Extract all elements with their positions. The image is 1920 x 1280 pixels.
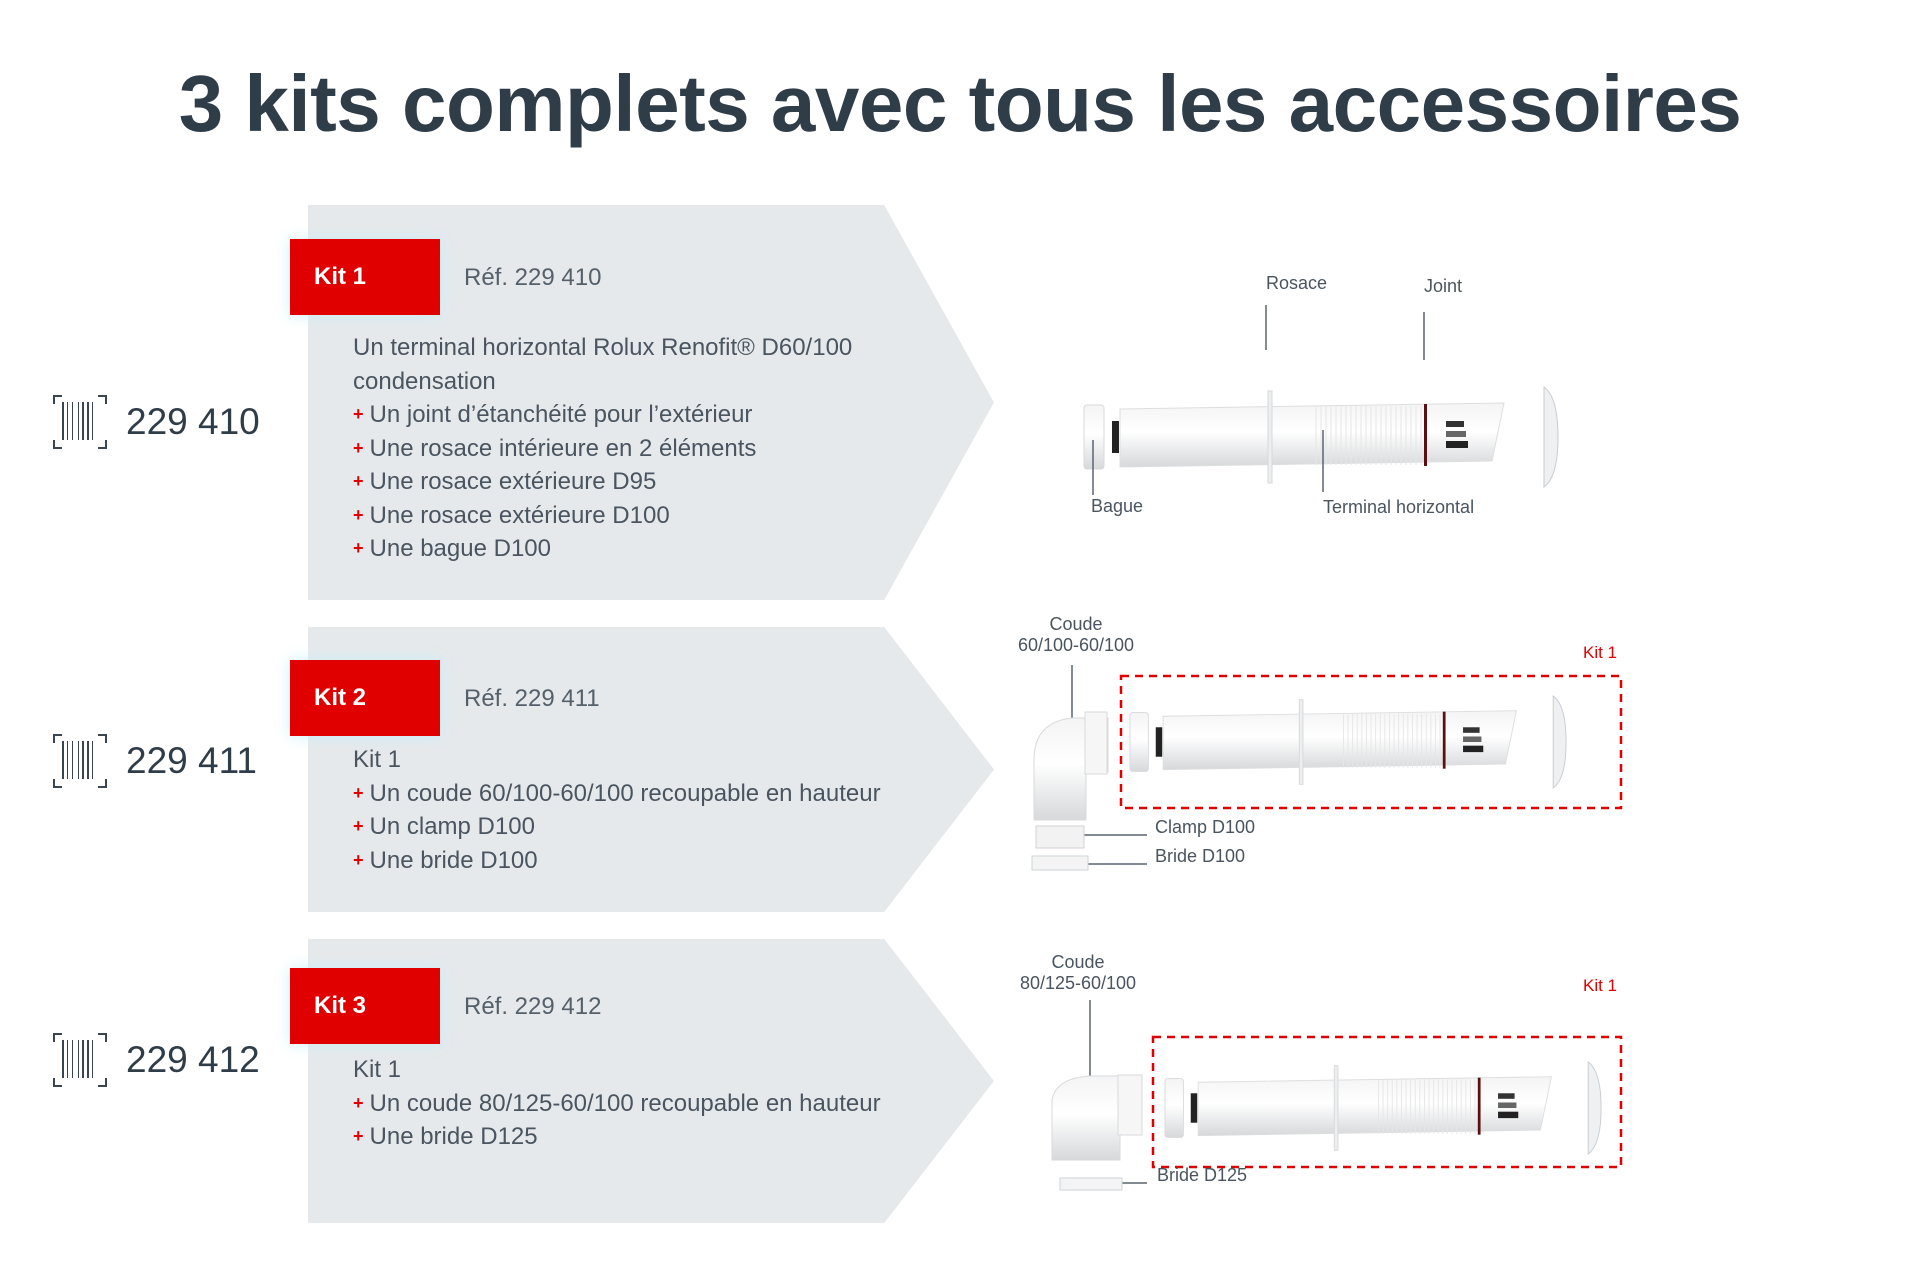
kit-1-ref: Réf. 229 410	[464, 264, 602, 291]
kit-2-code-number: 229 411	[126, 740, 257, 781]
kit-1-intro: Un terminal horizontal Rolux Renofit® D6…	[353, 334, 853, 361]
plus-icon: +	[353, 816, 364, 836]
list-item: +Une bride D125	[353, 1123, 538, 1150]
kit-2-contents: Kit 1 +Un coude 60/100-60/100 recoupable…	[353, 743, 881, 877]
kit-2-badge: Kit 2	[290, 660, 440, 736]
elbow-coude-60-100	[1031, 711, 1109, 871]
terminal-assembly-kit-1	[1083, 386, 1559, 488]
page-title: 3 kits complets avec tous les accessoire…	[178, 59, 1742, 148]
label-bride-d125: Bride D125	[1157, 1165, 1248, 1185]
plus-icon: +	[353, 471, 364, 491]
list-item: +Un coude 80/125-60/100 recoupable en ha…	[353, 1089, 881, 1117]
list-item: +Un joint d’étanchéité pour l’extérieur	[353, 401, 753, 428]
kit-3-badge: Kit 3	[290, 968, 440, 1044]
kit-2-ref: Réf. 229 411	[464, 685, 600, 712]
list-item: +Un clamp D100	[353, 813, 535, 840]
plus-icon: +	[353, 1092, 364, 1113]
barcode-icon	[53, 395, 107, 449]
kit-2-intro: Kit 1	[353, 746, 402, 773]
label-terminal-horizontal: Terminal horizontal	[1323, 497, 1475, 517]
barcode-icon	[53, 1033, 107, 1087]
kit-1-code: 229 410	[52, 394, 260, 450]
kit-3-ref: Réf. 229 412	[464, 993, 602, 1020]
barcode-icon	[53, 734, 107, 788]
list-item: +Une bague D100	[353, 535, 551, 562]
label-kit-1: Kit 1	[1583, 976, 1618, 995]
elbow-coude-80-125	[1051, 1074, 1143, 1191]
kit-1-code-number: 229 410	[126, 401, 260, 442]
kit-3-code: 229 412	[52, 1032, 260, 1088]
plus-icon: +	[353, 538, 364, 558]
list-item: +Une rosace intérieure en 2 éléments	[353, 434, 757, 462]
list-item: +Un coude 60/100-60/100 recoupable en ha…	[353, 779, 881, 807]
terminal-assembly-kit-3	[1164, 1061, 1602, 1155]
plus-icon: +	[353, 437, 364, 458]
label-bague: Bague	[1091, 496, 1144, 516]
kit-2-code: 229 411	[52, 733, 257, 789]
plus-icon: +	[353, 782, 364, 803]
kit-1-badge: Kit 1	[290, 239, 440, 315]
plus-icon: +	[353, 404, 364, 424]
plus-icon: +	[353, 849, 364, 870]
label-kit-1: Kit 1	[1583, 643, 1618, 662]
plus-icon: +	[353, 504, 364, 525]
kit-1-outline	[1119, 674, 1623, 810]
list-item: +Une bride D100	[353, 846, 538, 874]
list-item: +Une rosace extérieure D100	[353, 501, 670, 529]
terminal-assembly-kit-2	[1129, 695, 1567, 789]
kit-3-intro: Kit 1	[353, 1056, 402, 1083]
label-rosace: Rosace	[1266, 273, 1328, 293]
list-item: +Une rosace extérieure D95	[353, 468, 657, 495]
label-bride-d100: Bride D100	[1155, 846, 1246, 866]
kit-1-intro2: condensation	[353, 367, 496, 395]
leader-lines	[1071, 305, 1425, 1184]
label-joint: Joint	[1424, 276, 1463, 296]
kit-3-code-number: 229 412	[126, 1039, 260, 1080]
plus-icon: +	[353, 1126, 364, 1146]
label-clamp: Clamp D100	[1155, 817, 1256, 837]
kit-1-contents: Un terminal horizontal Rolux Renofit® D6…	[353, 331, 852, 566]
kit-1-outline	[1151, 1035, 1623, 1169]
kit-3-contents: Kit 1 +Un coude 80/125-60/100 recoupable…	[353, 1053, 881, 1154]
